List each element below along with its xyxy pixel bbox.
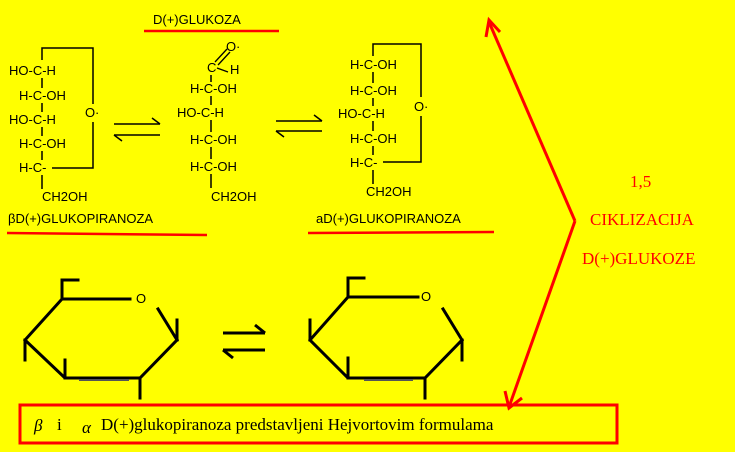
beta-ring-oxygen: O xyxy=(85,105,95,120)
equilibrium-arrow-left xyxy=(113,117,161,142)
side-label-1: 1,5 xyxy=(630,172,651,191)
alpha-fischer-projection: H-C-OH H-C-OH HO-C-H H-C-OH H-C- CH2OH O… xyxy=(338,43,428,199)
haworth-ring-alpha xyxy=(307,276,465,400)
alpha-ring-oxygen: O xyxy=(414,99,424,114)
open-aldehyde-o: O xyxy=(226,39,236,54)
beta-title: βD(+)GLUKOPIRANOZA xyxy=(8,211,153,226)
haworth-alpha-ring-oxygen: O xyxy=(421,289,431,304)
caption-box xyxy=(18,403,619,445)
cyclization-bracket xyxy=(484,16,577,411)
svg-text:·: · xyxy=(95,105,99,120)
open-c5: H-C-OH xyxy=(190,159,237,174)
beta-c6: CH2OH xyxy=(42,189,88,204)
alpha-c6: CH2OH xyxy=(366,184,412,199)
beta-c1: HO-C-H xyxy=(9,63,56,78)
beta-c3: HO-C-H xyxy=(9,112,56,127)
alpha-title-underline xyxy=(307,230,495,235)
open-c3: HO-C-H xyxy=(177,105,224,120)
beta-fischer-projection: HO-C-H H-C-OH HO-C-H H-C-OH H-C- CH2OH O… xyxy=(9,47,99,204)
open-chain-title: D(+)GLUKOZA xyxy=(153,12,241,27)
beta-title-underline xyxy=(6,231,208,237)
open-chain-fischer: O · C H H-C-OH HO-C-H H-C-OH H-C-OH CH2O… xyxy=(177,39,257,204)
open-c4: H-C-OH xyxy=(190,132,237,147)
open-c6: CH2OH xyxy=(211,189,257,204)
caption-beta-symbol: β xyxy=(33,416,43,435)
alpha-c2: H-C-OH xyxy=(350,83,397,98)
alpha-c1: H-C-OH xyxy=(350,57,397,72)
alpha-c5: H-C- xyxy=(350,155,377,170)
side-label-3: D(+)GLUKOZE xyxy=(582,249,695,268)
beta-c2: H-C-OH xyxy=(19,88,66,103)
beta-c5: H-C- xyxy=(19,160,46,175)
beta-c4: H-C-OH xyxy=(19,136,66,151)
alpha-c3: HO-C-H xyxy=(338,106,385,121)
caption-alpha-symbol: α xyxy=(82,418,92,437)
equilibrium-arrow-right xyxy=(275,114,323,138)
alpha-title: aD(+)GLUKOPIRANOZA xyxy=(316,211,461,226)
open-aldehyde-c: C xyxy=(207,60,216,75)
open-c2: H-C-OH xyxy=(190,81,237,96)
svg-text:·: · xyxy=(424,99,428,114)
caption-text: D(+)glukopiranoza predstavljeni Hejvorto… xyxy=(101,415,494,434)
side-label-2: CIKLIZACIJA xyxy=(590,210,695,229)
haworth-equilibrium-arrow xyxy=(222,323,266,360)
alpha-c4: H-C-OH xyxy=(350,131,397,146)
open-aldehyde-h: H xyxy=(230,62,239,77)
svg-text:·: · xyxy=(236,39,240,54)
haworth-beta-ring-oxygen: O xyxy=(136,291,146,306)
caption-and: i xyxy=(57,415,62,434)
haworth-ring-beta xyxy=(22,278,180,400)
